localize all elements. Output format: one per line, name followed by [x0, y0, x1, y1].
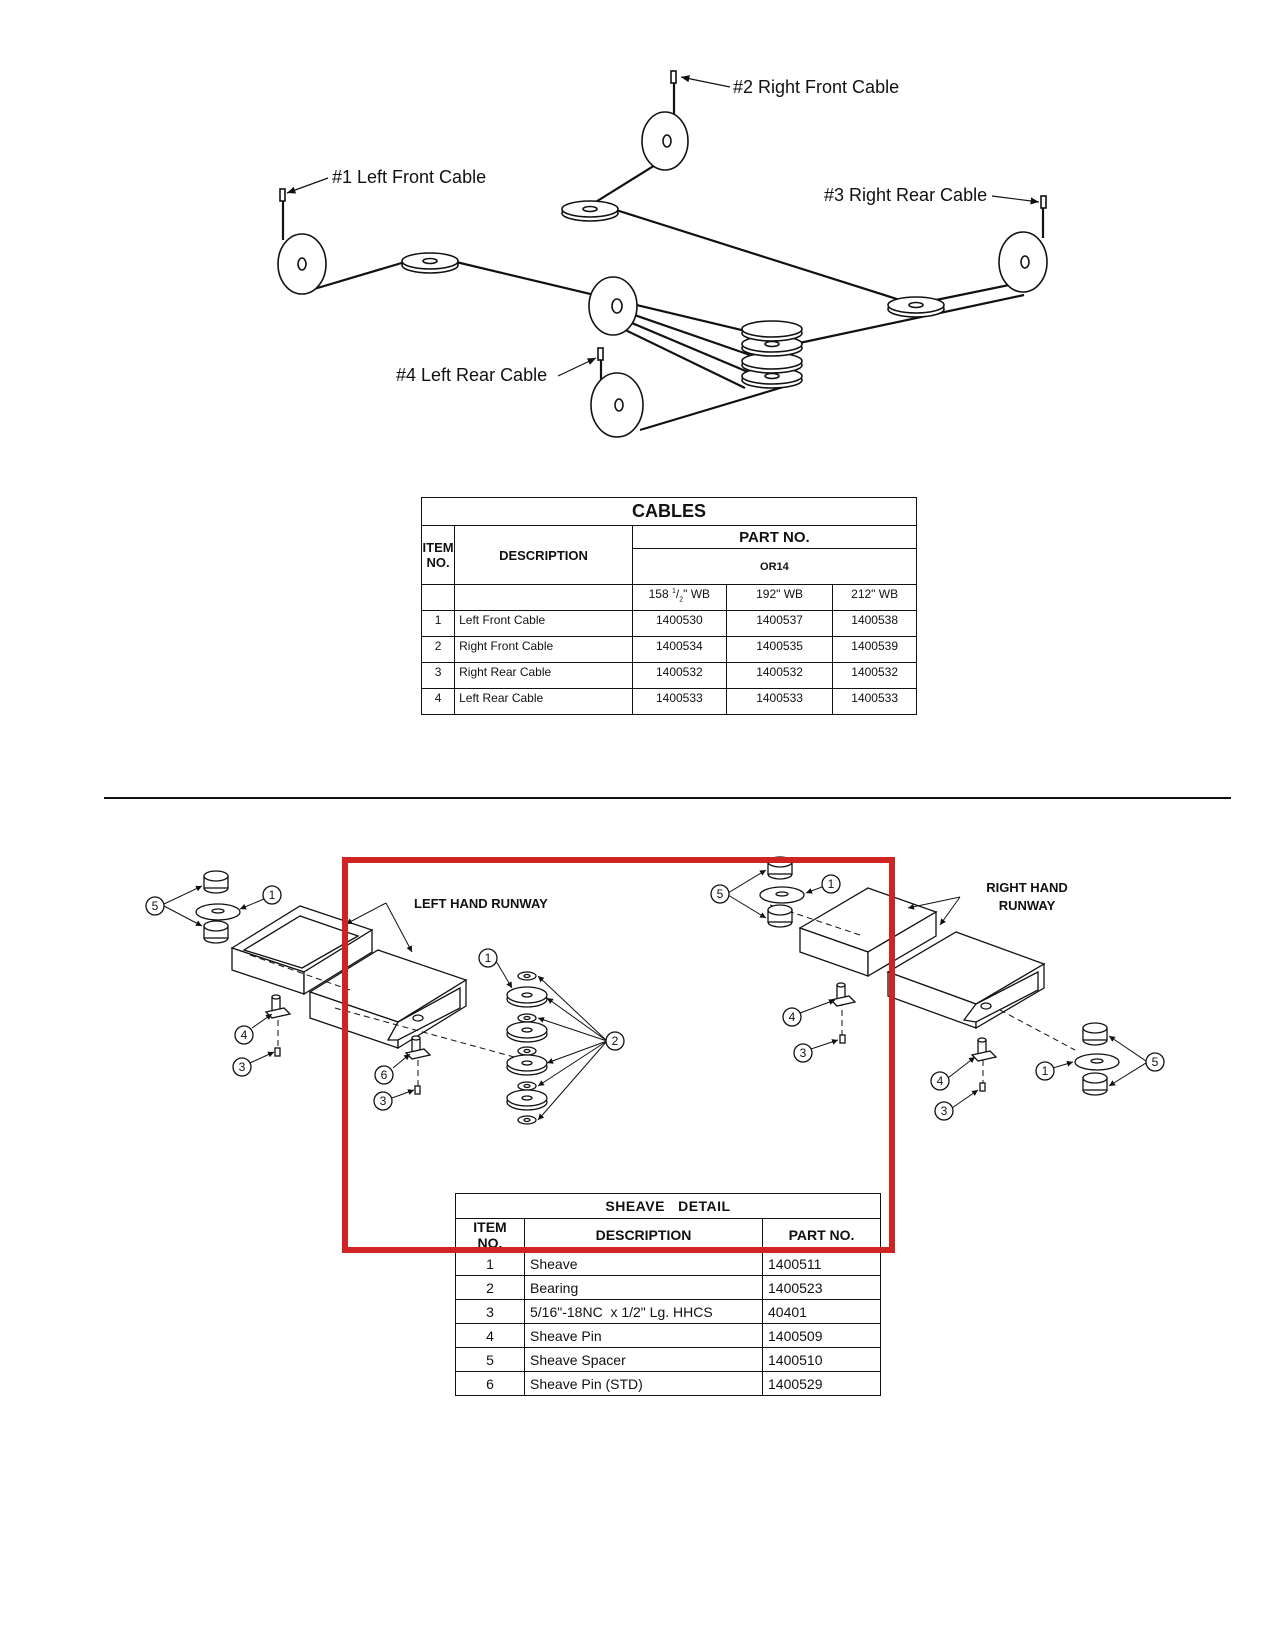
part-no: 1400537: [725, 610, 834, 637]
part-no: 1400509: [762, 1323, 881, 1348]
part-no: 1400532: [725, 662, 834, 689]
part-no: 1400511: [762, 1251, 881, 1276]
description: Right Front Cable: [454, 636, 633, 663]
label-cable-1: #1 Left Front Cable: [332, 167, 486, 187]
callout-4: 4: [241, 1028, 248, 1042]
sheave-table-title: SHEAVE DETAIL: [455, 1193, 881, 1219]
description: Sheave Pin (STD): [524, 1371, 763, 1396]
callout-5: 5: [152, 899, 159, 913]
part-no: 1400533: [725, 688, 834, 715]
section-divider: [104, 797, 1231, 799]
callout-6: 6: [381, 1068, 388, 1082]
part-no: 1400532: [832, 662, 917, 689]
cable-routing-diagram: #1 Left Front Cable #2 Right Front Cable…: [277, 70, 1048, 438]
description: Right Rear Cable: [454, 662, 633, 689]
item-no: 6: [455, 1371, 525, 1396]
table-row: 4 Sheave Pin 1400509: [455, 1323, 881, 1348]
table-row: 2 Right Front Cable 1400534 1400535 1400…: [420, 636, 917, 663]
wb-header: 192" WB: [725, 584, 834, 611]
description: Left Front Cable: [454, 610, 633, 637]
part-no: 1400539: [832, 636, 917, 663]
callout-5: 5: [717, 887, 724, 901]
wb-header: 158 1/2" WB: [631, 584, 727, 611]
table-row: 6 Sheave Pin (STD) 1400529: [455, 1371, 881, 1396]
label-right-hand-runway-line2: RUNWAY: [999, 898, 1056, 913]
col-header-description: DESCRIPTION: [454, 525, 633, 585]
col-header-part-no: PART NO.: [631, 525, 918, 549]
item-no: 1: [455, 1251, 525, 1276]
item-no: 5: [455, 1347, 525, 1372]
callout-3: 3: [380, 1094, 387, 1108]
col-header-description: DESCRIPTION: [524, 1218, 763, 1252]
callout-4: 4: [789, 1010, 796, 1024]
part-no: 40401: [762, 1299, 881, 1324]
item-no: 4: [455, 1323, 525, 1348]
description: Sheave Spacer: [524, 1347, 763, 1372]
part-no: 1400510: [762, 1347, 881, 1372]
description: Sheave: [524, 1251, 763, 1276]
callout-1: 1: [269, 888, 276, 902]
item-no: 2: [420, 636, 456, 663]
callout-2: 2: [612, 1034, 619, 1048]
label-left-hand-runway: LEFT HAND RUNWAY: [414, 896, 548, 911]
part-no: 1400534: [631, 636, 727, 663]
table-row: 3 5/16"-18NC x 1/2" Lg. HHCS 40401: [455, 1299, 881, 1324]
cables-table-title: CABLES: [421, 497, 917, 526]
callout-3: 3: [239, 1060, 246, 1074]
table-row: 1 Sheave 1400511: [455, 1251, 881, 1276]
part-no: 1400523: [762, 1275, 881, 1300]
part-no: 1400535: [725, 636, 834, 663]
description: Left Rear Cable: [454, 688, 633, 715]
label-cable-2: #2 Right Front Cable: [733, 77, 899, 97]
model-header: OR14: [631, 548, 918, 585]
table-row: 1 Left Front Cable 1400530 1400537 14005…: [420, 610, 917, 637]
description: Bearing: [524, 1275, 763, 1300]
item-no: 1: [420, 610, 456, 637]
part-no: 1400538: [832, 610, 917, 637]
description: 5/16"-18NC x 1/2" Lg. HHCS: [524, 1299, 763, 1324]
callout-1: 1: [1042, 1064, 1049, 1078]
label-right-hand-runway-line1: RIGHT HAND: [986, 880, 1068, 895]
item-no: 3: [455, 1299, 525, 1324]
part-no: 1400533: [631, 688, 727, 715]
label-cable-3: #3 Right Rear Cable: [824, 185, 987, 205]
col-header-part-no: PART NO.: [762, 1218, 881, 1252]
callout-1: 1: [485, 951, 492, 965]
sheave-detail-table: SHEAVE DETAIL ITEM NO. DESCRIPTION PART …: [455, 1193, 881, 1396]
description: Sheave Pin: [524, 1323, 763, 1348]
wb-header: 212" WB: [832, 584, 917, 611]
callout-3: 3: [941, 1104, 948, 1118]
wb-blank-cell: [454, 584, 633, 611]
callout-1: 1: [828, 877, 835, 891]
item-no: 3: [420, 662, 456, 689]
table-row: 3 Right Rear Cable 1400532 1400532 14005…: [420, 662, 917, 689]
table-row: 4 Left Rear Cable 1400533 1400533 140053…: [420, 688, 917, 715]
part-no: 1400532: [631, 662, 727, 689]
sheave-exploded-diagram: 5 1 4 3 1 2 6 3 5 1 4 3 5 1 4 3 LEFT HAN…: [145, 856, 1165, 1125]
part-no: 1400529: [762, 1371, 881, 1396]
wb-blank-cell: [420, 584, 456, 611]
callout-3: 3: [800, 1046, 807, 1060]
label-cable-4: #4 Left Rear Cable: [396, 365, 547, 385]
callout-4: 4: [937, 1074, 944, 1088]
table-row: 2 Bearing 1400523: [455, 1275, 881, 1300]
table-row: 5 Sheave Spacer 1400510: [455, 1347, 881, 1372]
part-no: 1400533: [832, 688, 917, 715]
item-no: 4: [420, 688, 456, 715]
item-no: 2: [455, 1275, 525, 1300]
col-header-item: ITEM NO.: [455, 1218, 525, 1252]
part-no: 1400530: [631, 610, 727, 637]
callout-5: 5: [1152, 1055, 1159, 1069]
